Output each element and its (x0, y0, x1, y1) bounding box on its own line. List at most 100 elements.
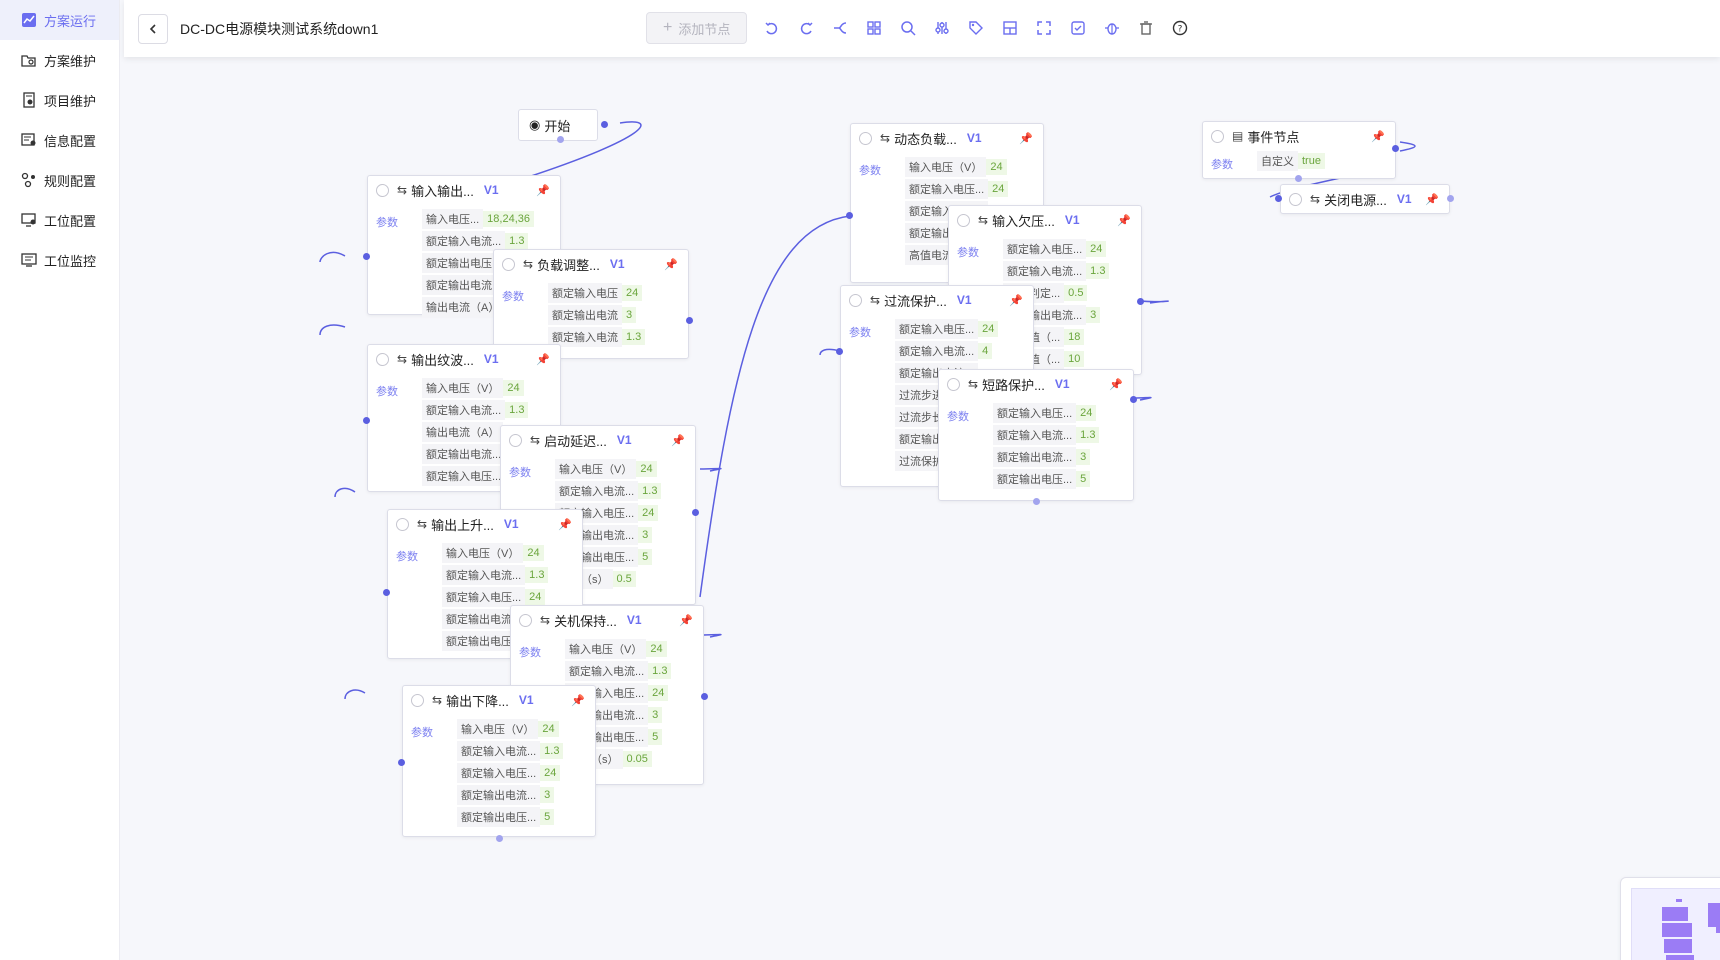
param-row: 输出电流（A） (422, 421, 528, 443)
node-header[interactable]: ⇆ 输入欠压... V1 📌 (949, 206, 1141, 234)
select-radio[interactable] (1211, 129, 1224, 143)
bottom-port[interactable] (496, 835, 503, 842)
output-port[interactable] (1447, 195, 1454, 202)
pin-icon[interactable]: 📌 (558, 518, 572, 531)
redo-icon[interactable] (789, 13, 823, 43)
help-icon[interactable]: ? (1163, 13, 1197, 43)
bottom-port[interactable] (1295, 175, 1302, 182)
checklist-icon[interactable] (1061, 13, 1095, 43)
output-port[interactable] (686, 317, 693, 324)
pin-icon[interactable]: 📌 (1117, 214, 1131, 227)
sidebar-item-label: 方案运行 (44, 13, 97, 29)
sidebar-item-project[interactable]: 项目维护 (0, 80, 119, 120)
start-output-port[interactable] (601, 121, 608, 128)
sidebar-item-monitor[interactable]: 工位监控 (0, 240, 119, 280)
select-radio[interactable] (947, 377, 960, 391)
loop-icon: ⇆ (968, 377, 979, 391)
pin-icon[interactable]: 📌 (571, 694, 585, 707)
panel-icon[interactable] (993, 13, 1027, 43)
select-radio[interactable] (411, 693, 424, 707)
input-port[interactable] (836, 348, 843, 355)
input-port[interactable] (398, 759, 405, 766)
bottom-port[interactable] (1033, 498, 1040, 505)
pin-icon[interactable]: 📌 (1019, 132, 1033, 145)
sidebar-item-station[interactable]: 工位配置 (0, 200, 119, 240)
minimap-viewport[interactable] (1631, 888, 1720, 960)
node-header[interactable]: ⇆ 输出纹波... V1 📌 (368, 345, 560, 373)
output-port[interactable] (1392, 145, 1399, 152)
sidebar-item-info[interactable]: 信息配置 (0, 120, 119, 160)
param-label: 参数 (849, 327, 871, 339)
pin-icon[interactable]: 📌 (1371, 130, 1385, 143)
pin-icon[interactable]: 📌 (1009, 294, 1023, 307)
node-header[interactable]: ⇆ 输入输出... V1 📌 (368, 176, 560, 204)
fullscreen-icon[interactable] (1027, 13, 1061, 43)
pin-icon[interactable]: 📌 (1425, 193, 1439, 206)
input-port[interactable] (383, 589, 390, 596)
select-radio[interactable] (1289, 192, 1302, 206)
output-port[interactable] (701, 693, 708, 700)
output-port[interactable] (1137, 298, 1144, 305)
node-header[interactable]: ⇆ 过流保护... V1 📌 (841, 286, 1033, 314)
input-port[interactable] (846, 212, 853, 219)
select-radio[interactable] (396, 517, 409, 531)
pin-icon[interactable]: 📌 (536, 184, 550, 197)
node-header[interactable]: ⇆ 关闭电源... V1 📌 (1281, 185, 1449, 213)
param-value: 3 (622, 307, 637, 323)
node-header[interactable]: ⇆ 短路保护... V1 📌 (939, 370, 1133, 398)
pin-icon[interactable]: 📌 (671, 434, 685, 447)
input-port[interactable] (1275, 195, 1282, 202)
output-port[interactable] (692, 509, 699, 516)
select-radio[interactable] (509, 433, 522, 447)
output-port[interactable] (1130, 396, 1137, 403)
back-button[interactable] (138, 13, 168, 44)
bug-icon[interactable] (1095, 13, 1129, 43)
node-header[interactable]: ⇆ 负载调整... V1 📌 (494, 250, 688, 278)
flow-node-shutdown-hold[interactable]: ⇆ 关机保持... V1 📌 参数 输入电压（V）24 额定输入电流...1.3… (510, 605, 704, 785)
start-node[interactable]: ◉ 开始 (518, 109, 598, 141)
sliders-icon[interactable] (925, 13, 959, 43)
pin-icon[interactable]: 📌 (679, 614, 693, 627)
sidebar-item-rules[interactable]: 规则配置 (0, 160, 119, 200)
search-icon[interactable] (891, 13, 925, 43)
node-header[interactable]: ⇆ 输出上升... V1 📌 (388, 510, 582, 538)
layout-grid-icon[interactable] (857, 13, 891, 43)
input-port[interactable] (363, 417, 370, 424)
select-radio[interactable] (376, 352, 389, 366)
select-radio[interactable] (859, 131, 872, 145)
node-header[interactable]: ⇆ 关机保持... V1 📌 (511, 606, 703, 634)
undo-icon[interactable] (755, 13, 789, 43)
flow-node-output-fall[interactable]: ⇆ 输出下降... V1 📌 参数 输入电压（V）24 额定输入电流...1.3… (402, 685, 596, 837)
minimap[interactable] (1620, 877, 1720, 960)
branch-icon[interactable] (823, 13, 857, 43)
select-radio[interactable] (376, 183, 389, 197)
input-port[interactable] (363, 253, 370, 260)
select-radio[interactable] (519, 613, 532, 627)
node-header[interactable]: ⇆ 启动延迟... V1 📌 (501, 426, 695, 454)
add-node-button[interactable]: + 添加节点 (646, 12, 748, 44)
node-header[interactable]: ⇆ 输出下降... V1 📌 (403, 686, 595, 714)
flow-node-io[interactable]: ⇆ 输入输出... V1 📌 参数 输入电压...18,24,36 额定输入电流… (367, 175, 561, 317)
flow-node-power-off[interactable]: ⇆ 关闭电源... V1 📌 (1280, 184, 1450, 214)
trash-icon[interactable] (1129, 13, 1163, 43)
flow-canvas[interactable]: ◉ 开始 ⇆ 输入输出... V1 📌 参数 输入电压...18,24,36 额… (120, 57, 1720, 960)
pin-icon[interactable]: 📌 (664, 258, 678, 271)
flow-node-short-circuit[interactable]: ⇆ 短路保护... V1 📌 参数 额定输入电压...24 额定输入电流...1… (938, 369, 1134, 501)
sidebar-item-maintain[interactable]: 方案维护 (0, 40, 119, 80)
tag-icon[interactable] (959, 13, 993, 43)
select-radio[interactable] (957, 213, 970, 227)
pin-icon[interactable]: 📌 (536, 353, 550, 366)
sidebar-item-run[interactable]: 方案运行 (0, 0, 119, 40)
node-header[interactable]: ▤ 事件节点 📌 (1203, 122, 1395, 150)
start-bottom-port[interactable] (557, 136, 564, 143)
param-value: 10 (1064, 351, 1085, 367)
node-title: 过流保护... (884, 293, 947, 309)
select-radio[interactable] (502, 257, 515, 271)
node-header[interactable]: ⇆ 动态负载... V1 📌 (851, 124, 1043, 152)
select-radio[interactable] (849, 293, 862, 307)
pin-icon[interactable]: 📌 (1109, 378, 1123, 391)
